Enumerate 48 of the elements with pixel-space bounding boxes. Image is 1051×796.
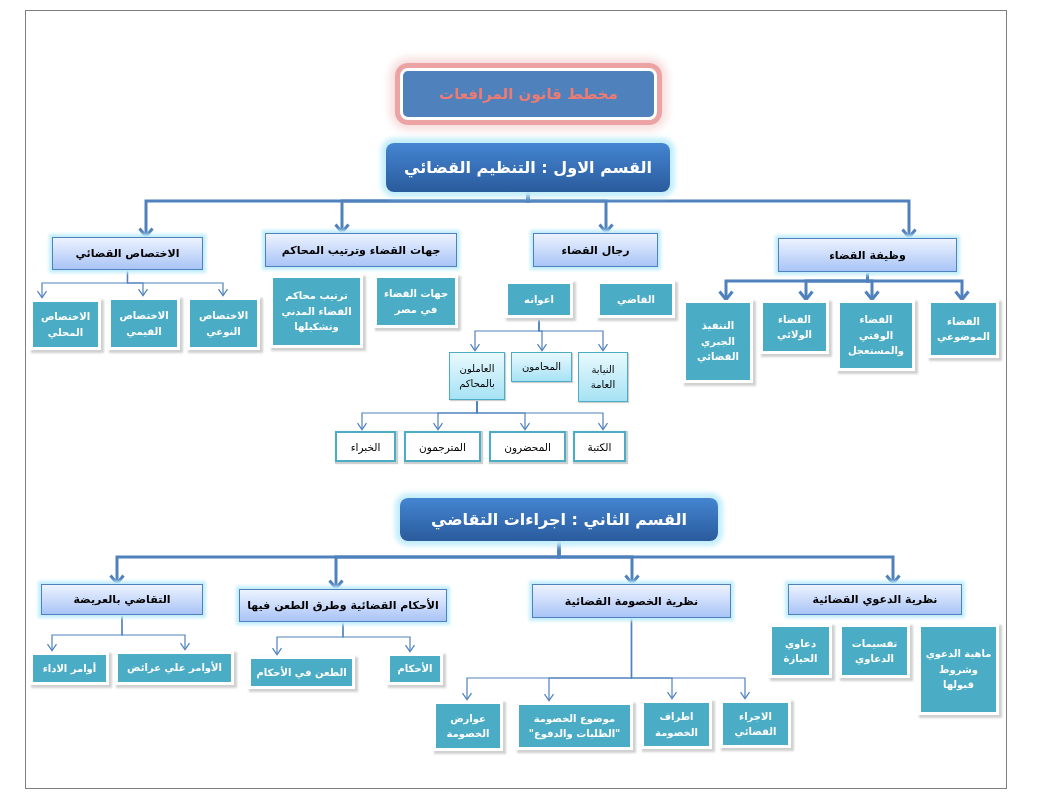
- topic-box: الاجراء القضائي: [720, 700, 791, 748]
- item-box: الكتبة: [573, 431, 626, 462]
- connector-arrow: [46, 614, 123, 652]
- topic-box: دعاوي الحيازة: [769, 624, 832, 678]
- topic-box: عوارض الخصومة: [433, 701, 503, 751]
- topic-box: الأوامر علي عرائض: [115, 651, 234, 685]
- section-banner: القسم الاول : التنظيم القضائي: [386, 143, 670, 192]
- category-box: العاملون بالمحاكم: [449, 352, 505, 400]
- section-banner: القسم الثاني : اجراءات التقاضي: [400, 498, 718, 541]
- heading-box: وظيفة القضاء: [778, 238, 957, 272]
- connector-arrow: [109, 541, 561, 585]
- heading-box: الأحكام القضائية وطرق الطعن فيها: [239, 589, 447, 622]
- topic-box: موضوع الخصومة "الطلبات والدفوع": [516, 702, 633, 750]
- topic-box: القضاء الموضوعي: [928, 300, 999, 358]
- topic-box: القاضي: [597, 281, 675, 318]
- topic-box: ترتيب محاكم القضاء المدني وتشكيلها: [270, 275, 363, 348]
- connector-arrow: [356, 399, 478, 431]
- item-box: المحضرون: [489, 431, 566, 462]
- topic-box: الاختصاص المحلي: [30, 299, 101, 350]
- connector-arrow: [138, 192, 530, 238]
- item-box: المترجمون: [404, 431, 481, 462]
- topic-box: القضاء الوقتي والمستعجل: [837, 300, 915, 371]
- topic-box: الاختصاص القيمي: [108, 297, 180, 350]
- heading-box: رجال القضاء: [533, 233, 658, 267]
- connector-arrow: [271, 621, 344, 656]
- topic-box: جهات القضاء في مصر: [374, 275, 458, 328]
- connector-arrow: [461, 617, 633, 701]
- heading-box: نظرية الخصومة القضائية: [532, 584, 731, 618]
- topic-box: التنفيذ الجبري القضائي: [683, 300, 753, 383]
- heading-box: نظرية الدعوي القضائية: [788, 584, 962, 615]
- topic-box: القضاء الولائي: [760, 300, 829, 354]
- heading-box: جهات القضاء وترتيب المحاكم: [265, 233, 457, 267]
- topic-box: تقسيمات الدعاوي: [839, 624, 910, 678]
- topic-box: ماهية الدعوي وشروط قبولها: [918, 624, 999, 715]
- connector-arrow: [469, 317, 540, 352]
- item-box: الخبراء: [335, 431, 396, 462]
- category-box: المحامون: [511, 352, 572, 382]
- category-box: النيابة العامة: [578, 352, 628, 402]
- heading-box: التقاضي بالعريضة: [41, 584, 203, 615]
- topic-box: أوامر الاداء: [30, 652, 109, 685]
- topic-box: الاختصاص النوعي: [187, 297, 260, 350]
- topic-box: الطعن في الأحكام: [248, 656, 355, 689]
- topic-box: الأحكام: [387, 653, 443, 685]
- topic-box: اطراف الخصومة: [641, 700, 712, 749]
- connector-arrow: [718, 272, 869, 301]
- heading-box: الاختصاص القضائي: [52, 237, 203, 270]
- topic-box: اعوانه: [505, 281, 573, 318]
- connector-arrow: [36, 269, 129, 299]
